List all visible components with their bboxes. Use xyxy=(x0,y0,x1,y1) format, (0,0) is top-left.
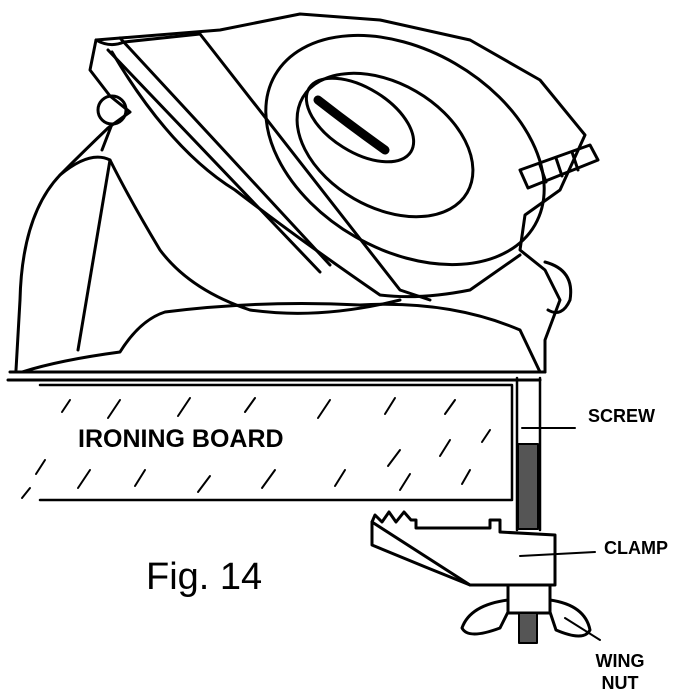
wing-nut-leader xyxy=(564,617,601,641)
board-hatching xyxy=(21,397,491,499)
board-outline xyxy=(38,383,514,502)
wing-nut-thread xyxy=(518,612,538,644)
clamp-jaw xyxy=(370,510,557,587)
steam-iron xyxy=(8,12,600,374)
clamp-label: CLAMP xyxy=(604,538,668,558)
iron-ridge-1 xyxy=(118,36,332,267)
wing-nut-label-line2: NUT xyxy=(601,673,639,693)
iron-cord-knob xyxy=(96,94,128,126)
iron-base xyxy=(20,302,542,374)
clamp-leader xyxy=(519,551,596,557)
screw xyxy=(515,376,576,532)
iron-body-outline xyxy=(14,12,587,374)
iron-dial-shade xyxy=(313,95,390,155)
iron-handle-under xyxy=(110,50,522,299)
iron-cord-rib-3 xyxy=(570,150,580,172)
wing-nut-right-wing xyxy=(548,598,592,638)
screw-thread xyxy=(517,443,539,530)
wing-nut xyxy=(460,583,601,644)
ironing-board-label: IRONING BOARD xyxy=(78,425,284,453)
iron-side-fold xyxy=(76,158,112,352)
iron-ridge-2 xyxy=(106,48,322,274)
iron-cord xyxy=(518,143,600,190)
iron-cord-hook xyxy=(100,122,114,152)
clamp-lower-slope xyxy=(370,520,472,587)
iron-outer-oval xyxy=(264,33,546,267)
wing-nut-left-wing xyxy=(460,598,510,636)
screw-label: SCREW xyxy=(588,406,655,426)
wing-nut-label: WING NUT xyxy=(588,650,652,694)
iron-mid-oval xyxy=(295,71,475,219)
ironing-board xyxy=(6,378,542,502)
iron-side-button xyxy=(543,260,573,314)
iron-cord-rib-2 xyxy=(554,156,564,178)
wing-nut-hub xyxy=(506,583,552,615)
clamp xyxy=(370,510,596,587)
iron-cord-rib-1 xyxy=(538,163,548,184)
figure-caption: Fig. 14 xyxy=(146,556,263,598)
iron-heel-shell xyxy=(58,155,402,315)
wing-nut-label-line1: WING xyxy=(595,651,645,671)
iron-dial xyxy=(304,76,416,164)
